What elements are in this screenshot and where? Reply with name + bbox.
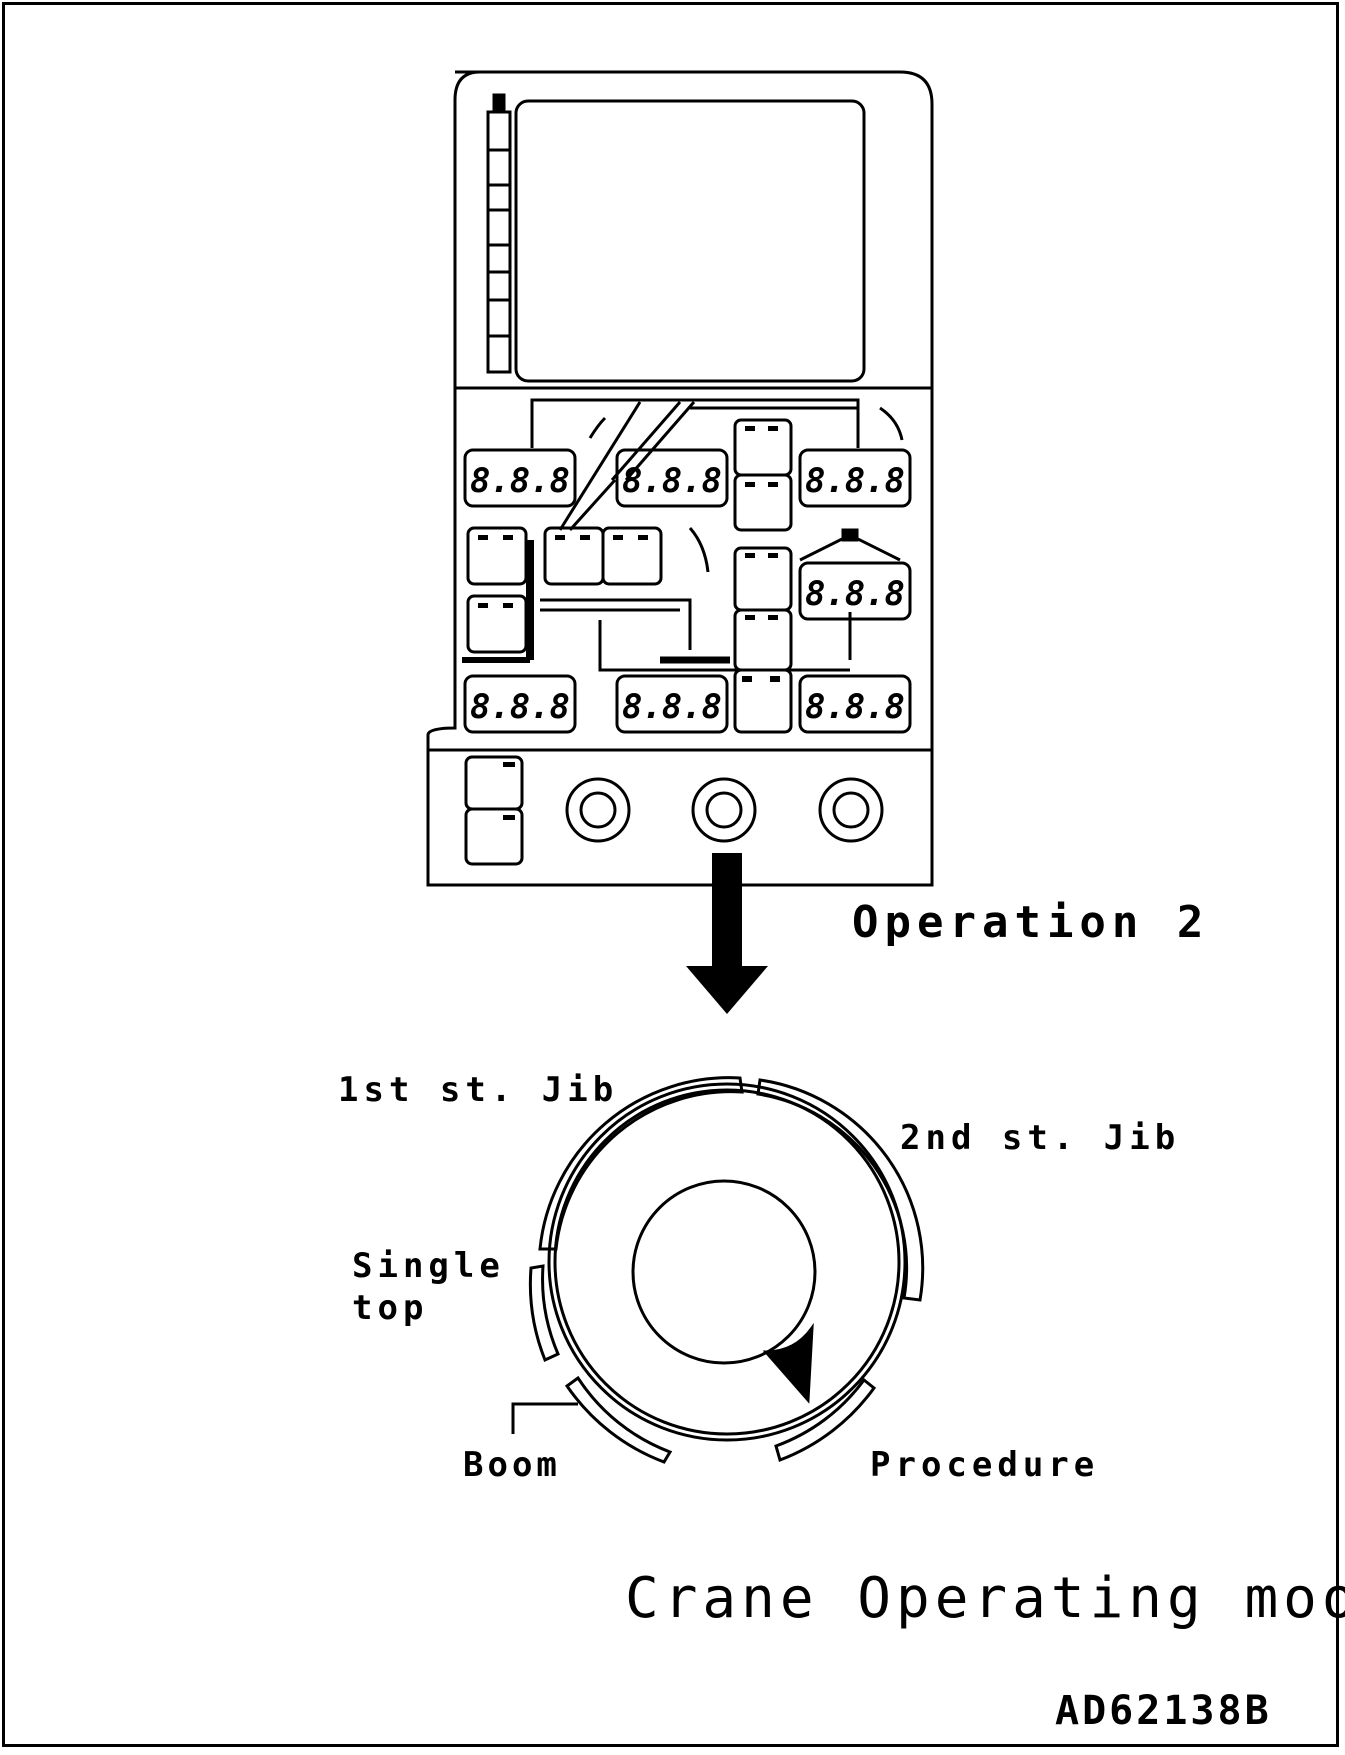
lcd-screen xyxy=(514,99,866,383)
indicator-wiring xyxy=(462,398,904,672)
dial-pointer-icon xyxy=(762,1322,814,1404)
segment-digits-1: 8.8.8 xyxy=(470,461,570,501)
figure-caption: Crane Operating mood xyxy=(625,1566,1345,1631)
segment-digits-2: 8.8.8 xyxy=(622,461,722,501)
dial-slot-2nd-st-jib xyxy=(756,1078,925,1302)
operation-label: Operation 2 xyxy=(852,897,1210,948)
dial-slot-procedure xyxy=(774,1377,877,1462)
dial-slot-boom xyxy=(564,1375,673,1464)
segment-digits-7: 8.8.8 xyxy=(805,687,905,727)
segment-display-5 xyxy=(463,674,577,734)
knob-right xyxy=(818,777,884,843)
dial-knob[interactable] xyxy=(631,1179,817,1365)
figure-code: AD62138B xyxy=(1055,1688,1272,1734)
knob-center xyxy=(691,777,757,843)
segment-display-7 xyxy=(798,674,912,734)
indicator-lamps xyxy=(464,418,793,866)
segment-display-4 xyxy=(798,561,912,621)
segment-digits-3: 8.8.8 xyxy=(805,461,905,501)
dial-slot-1st-st-jib xyxy=(538,1076,744,1251)
dial-label-1st-st-jib: 1st st. Jib xyxy=(338,1070,619,1110)
monitor-panel xyxy=(426,70,934,887)
bar-gauge xyxy=(486,93,512,374)
boom-leader-line xyxy=(511,1402,578,1434)
mode-selector-dial[interactable] xyxy=(511,1076,925,1464)
segment-display-6 xyxy=(615,674,729,734)
segment-display-3 xyxy=(798,448,912,508)
segment-digits-4: 8.8.8 xyxy=(805,574,905,614)
dial-label-procedure: Procedure xyxy=(870,1445,1100,1485)
segment-digits-5: 8.8.8 xyxy=(470,687,570,727)
dial-label-2nd-st-jib: 2nd st. Jib xyxy=(900,1118,1181,1158)
dial-label-boom: Boom xyxy=(463,1445,561,1485)
dial-label-single-top: Single top xyxy=(352,1246,505,1328)
segment-display-1 xyxy=(463,448,577,508)
knob-left xyxy=(565,777,631,843)
down-arrow-icon xyxy=(686,853,768,1014)
segment-digits-6: 8.8.8 xyxy=(622,687,722,727)
dial-slot-single-top xyxy=(528,1264,560,1363)
segment-display-2 xyxy=(615,448,729,508)
